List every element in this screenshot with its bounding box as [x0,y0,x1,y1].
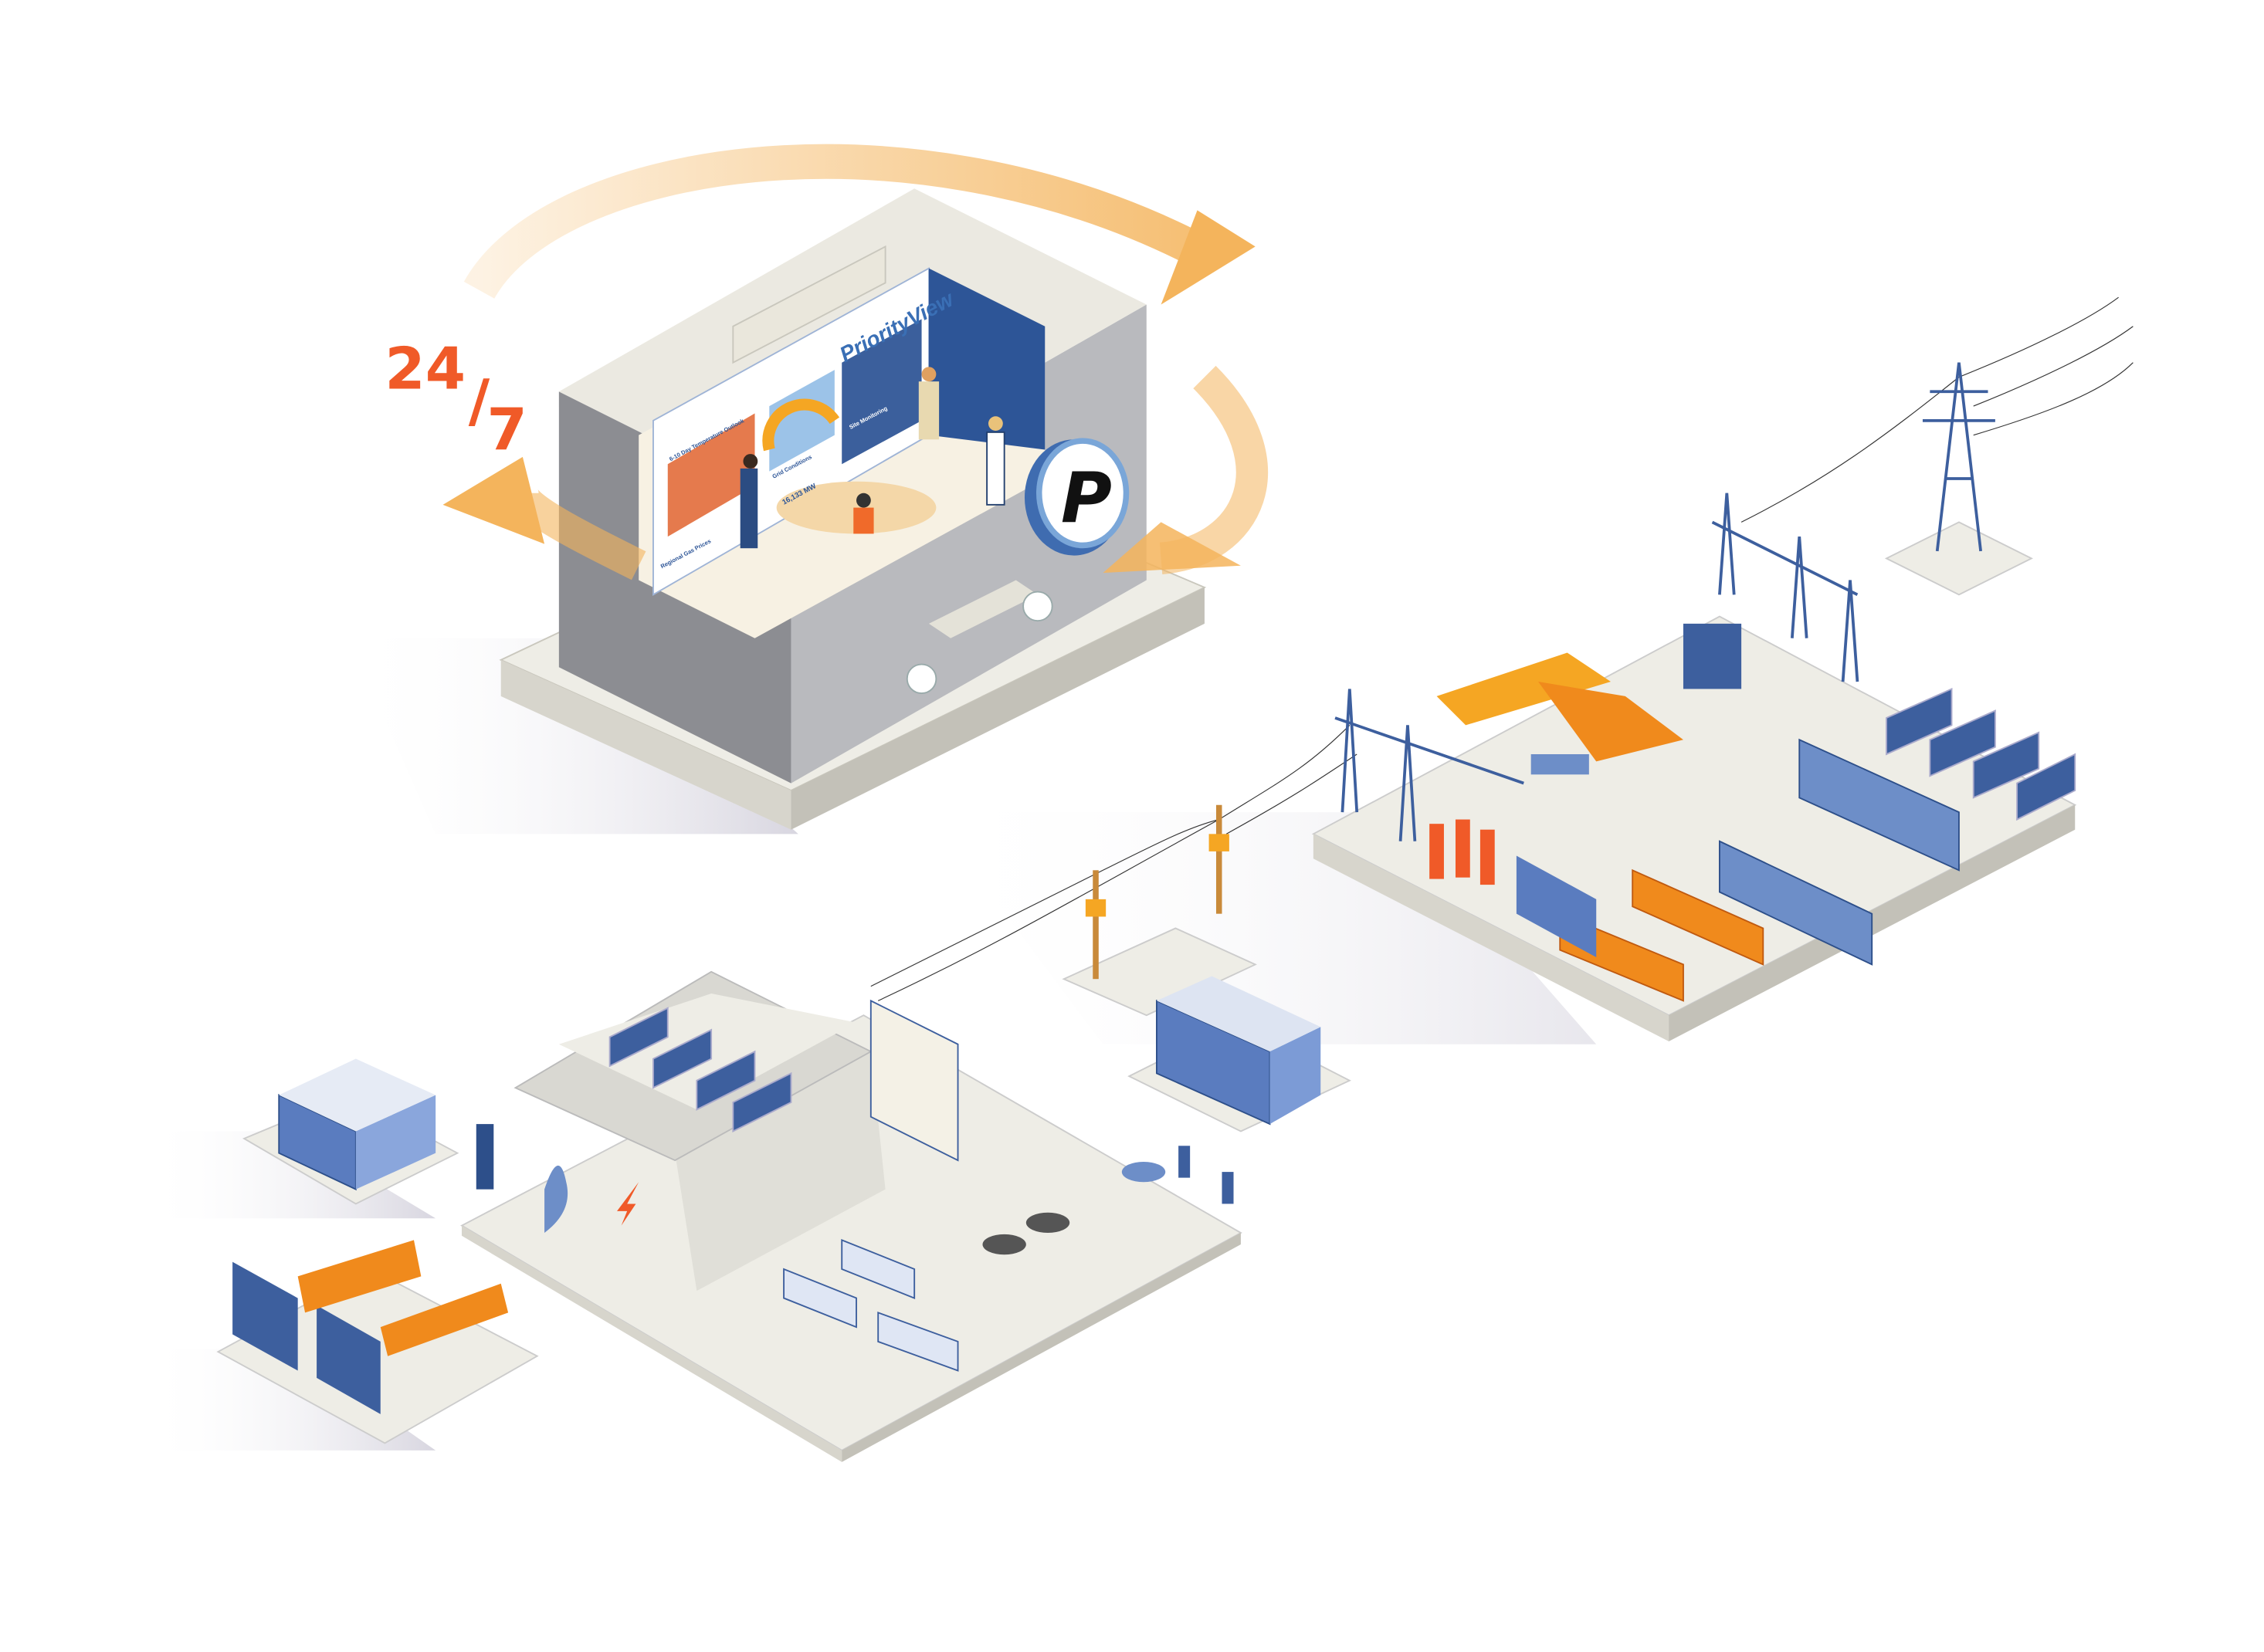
utility-pole [1215,804,1222,914]
solar-panels [1886,688,2076,821]
field-workers [1429,819,1495,885]
operator-person-body [740,468,758,549]
ev-charger [1222,1172,1234,1204]
utility-poles [1062,804,1257,1017]
mobile-generators [783,1239,959,1372]
electric-car [1121,1161,1166,1183]
substation-site [1311,362,2077,1042]
excavator [1436,652,1612,726]
left-generator-platform [216,1240,539,1444]
technician [476,1124,494,1190]
operator-person [743,454,758,469]
arrow-head-icon [442,456,545,544]
priority-p-logo: P [1024,438,1130,556]
battery-storage-platform [1127,976,1351,1132]
commercial-facility [460,970,1242,1462]
transmission-tower [1334,362,1995,841]
switchgear [1516,855,1597,958]
utility-pole [1093,870,1099,980]
arrow-head-icon [1161,210,1256,305]
parked-cars [982,1212,1070,1255]
pickup-truck [1530,753,1589,775]
temperature-map-screen [667,413,755,537]
headline-24-7: 24/7 [385,335,527,464]
us-map-screen [769,370,835,472]
arrow-head-icon [1103,522,1241,574]
bulldozer [1538,682,1683,762]
left-battery-platform [242,1058,459,1205]
rotation-arrows [442,144,1268,581]
gas-flame-icon [544,1165,568,1234]
power-lines [870,296,2134,1001]
lightning-bolt-icon [617,1182,639,1226]
entrance-steps [928,580,1038,638]
site-monitoring-screen [842,319,922,465]
control-center-building: PriorityView 6-10 Day Temperature Outloo… [499,188,1207,830]
transformer [1683,623,1742,689]
office-window-room [869,999,959,1162]
grid-gauge [762,398,840,452]
p-logo-letter: P [1061,458,1112,539]
battery-storage-units [1718,738,1960,966]
ev-charger [1178,1146,1191,1178]
rooftop-solar-panels [608,1007,792,1133]
